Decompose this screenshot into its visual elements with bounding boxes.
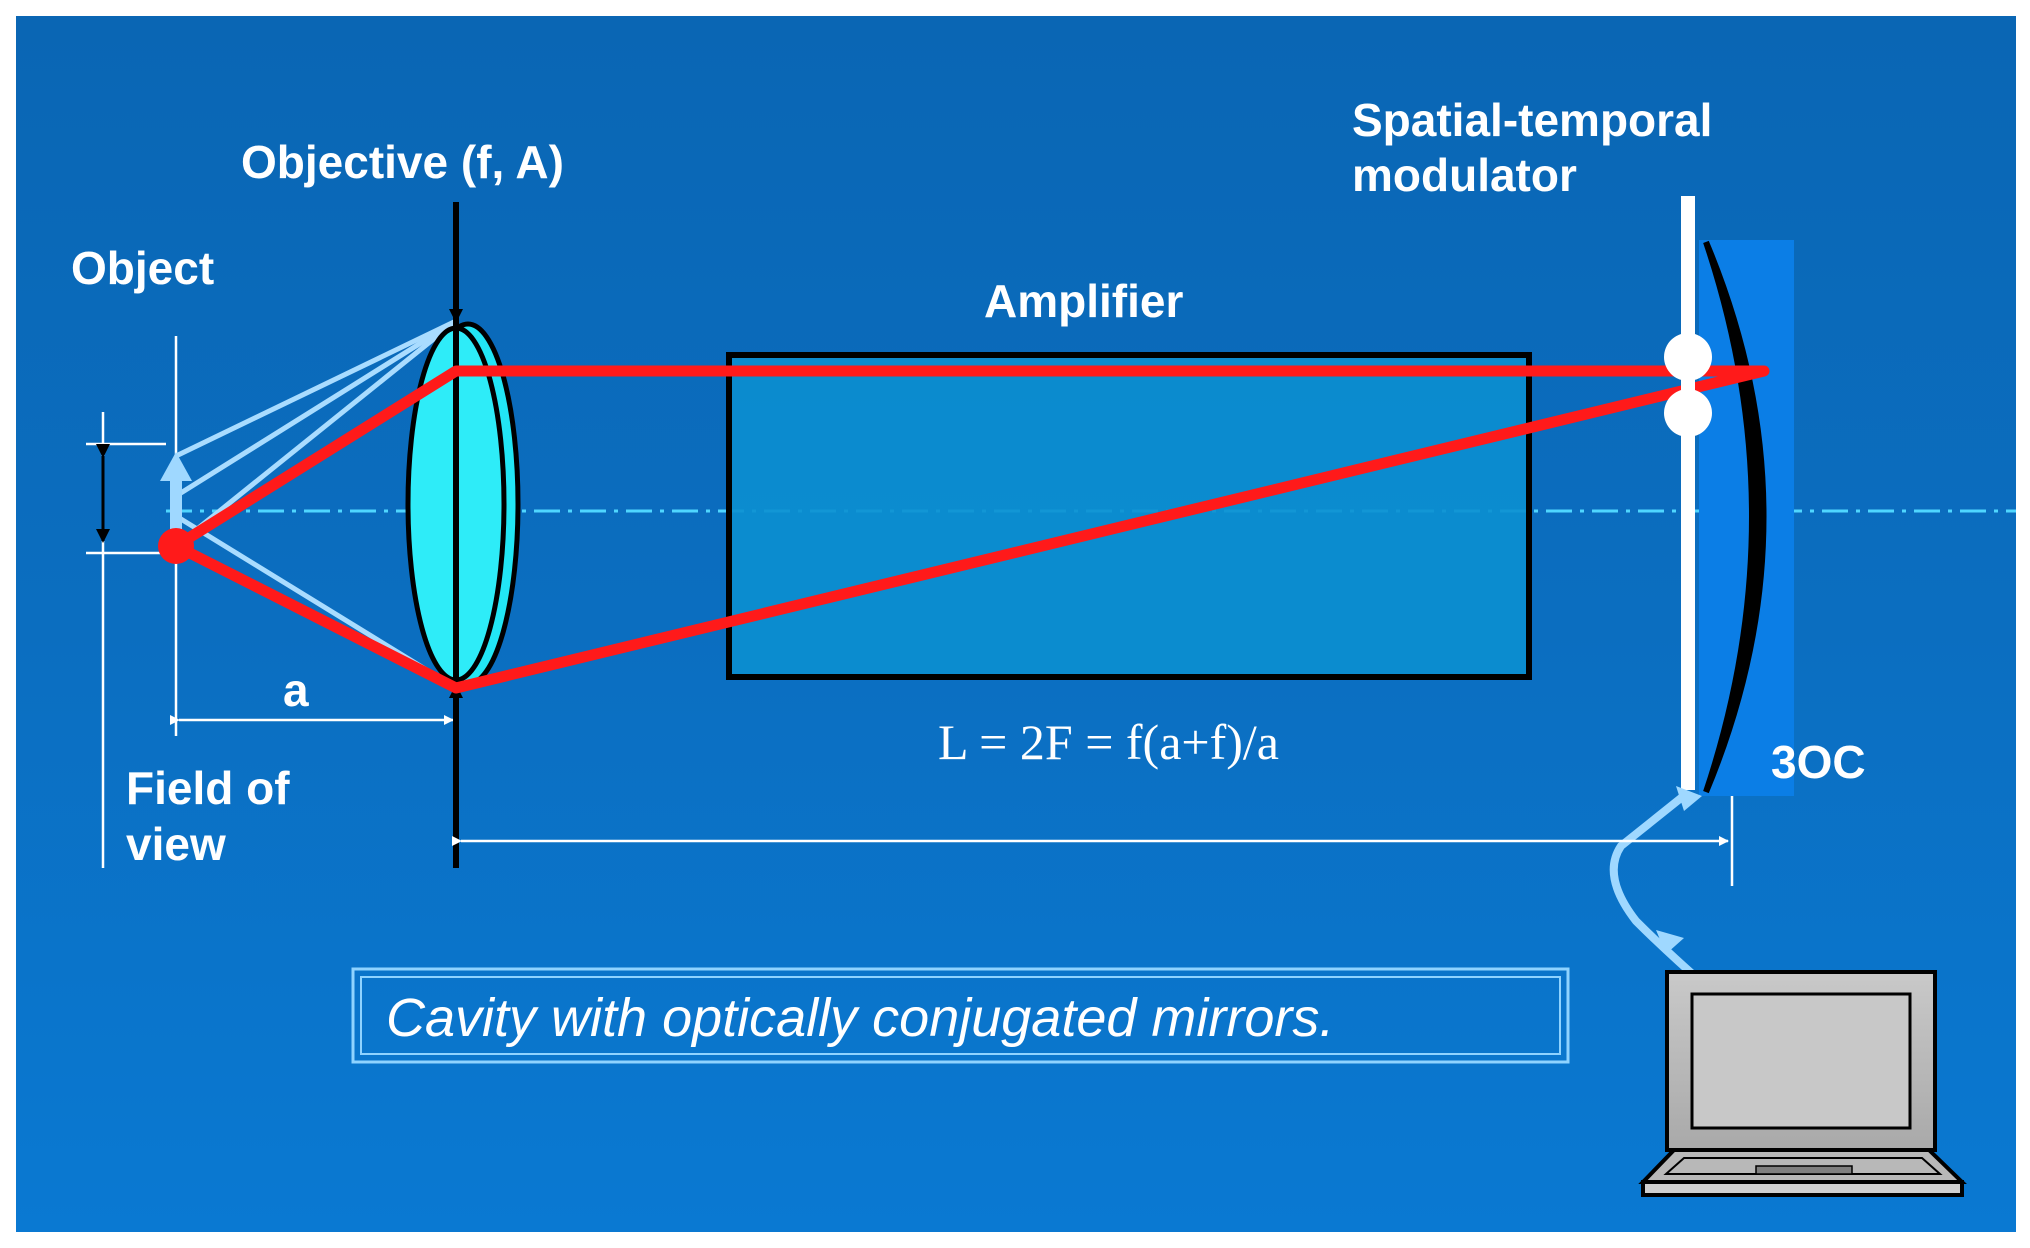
distance-a-label: a	[283, 664, 309, 716]
objective-label: Objective (f, A)	[241, 136, 564, 188]
caption-text: Cavity with optically conjugated mirrors…	[386, 988, 1334, 1048]
field-of-view-label-line2: view	[126, 818, 226, 870]
control-cable	[1609, 790, 1709, 990]
object-label: Object	[71, 242, 214, 294]
cable-connector-bottom	[1656, 930, 1684, 954]
amplifier-label: Amplifier	[984, 275, 1183, 327]
laptop-icon	[1638, 970, 1967, 1197]
objective-lens	[405, 321, 521, 687]
optical-cavity-diagram: Objective (f, A) Object Amplifier Spatia…	[71, 94, 2016, 1197]
caption-box-outer	[351, 967, 1570, 1064]
mirror-label: 3OC	[1771, 736, 1866, 788]
caption-box-inner	[360, 976, 1561, 1055]
amplifier-box	[726, 352, 1532, 680]
modulator-label-line2: modulator	[1352, 149, 1577, 201]
cavity-length-formula: L = 2F = f(a+f)/a	[938, 714, 1279, 770]
object-point	[158, 528, 194, 564]
mirror-backing	[1699, 240, 1794, 796]
diagram-slide: Objective (f, A) Object Amplifier Spatia…	[16, 16, 2016, 1232]
spatial-temporal-modulator	[1664, 196, 1712, 790]
cable-connector-top	[1676, 786, 1702, 811]
modulator-label-line1: Spatial-temporal	[1352, 94, 1712, 146]
field-of-view-label-line1: Field of	[126, 762, 290, 814]
cavity-beam	[173, 365, 1770, 694]
